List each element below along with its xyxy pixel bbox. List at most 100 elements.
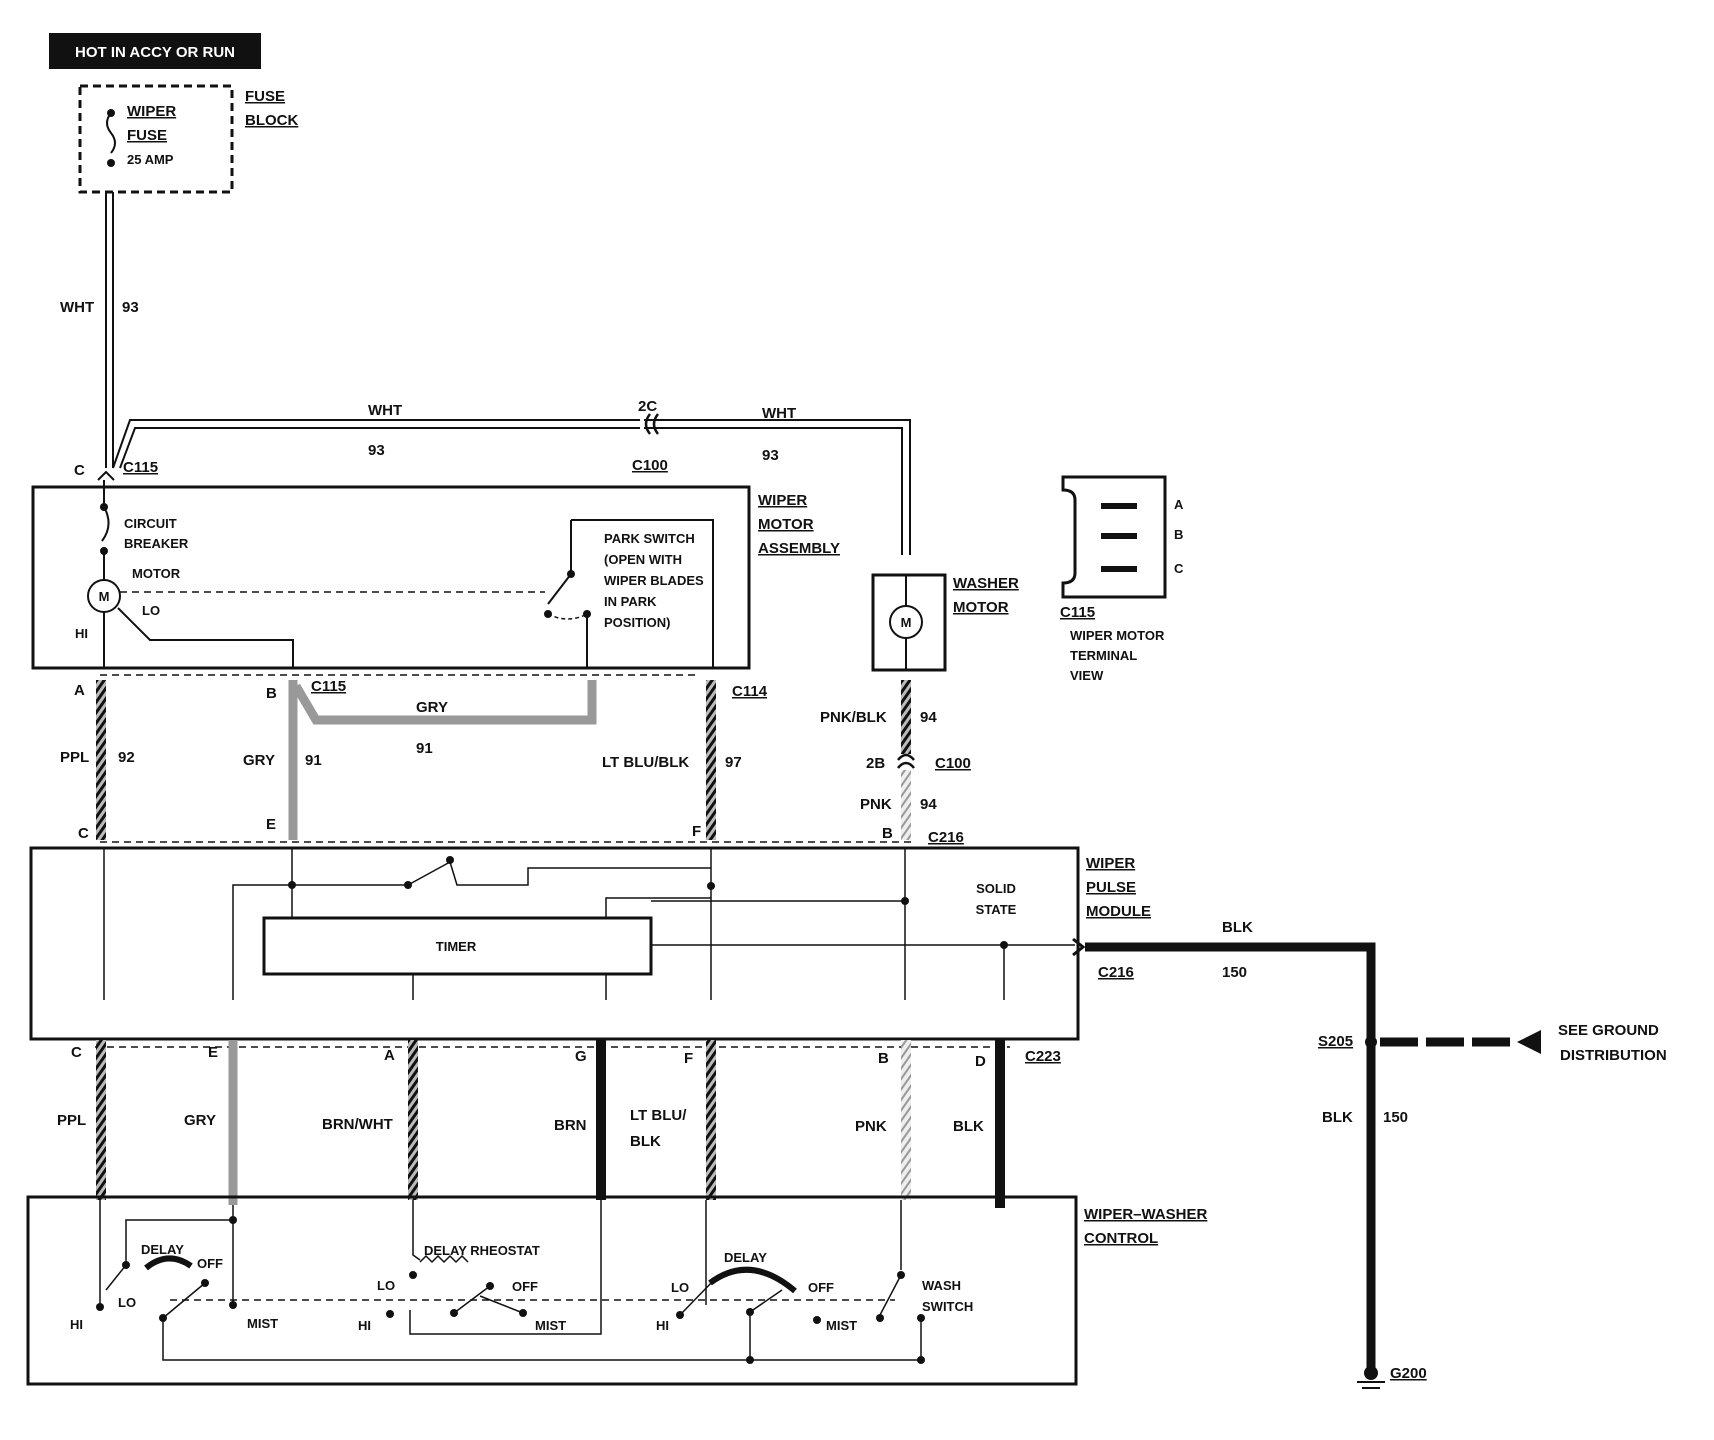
svg-text:STATE: STATE [976, 902, 1017, 917]
svg-text:DELAY: DELAY [141, 1242, 184, 1257]
svg-text:MIST: MIST [826, 1318, 857, 1333]
svg-text:C115: C115 [311, 678, 346, 695]
svg-text:M: M [901, 615, 912, 630]
svg-text:BLK: BLK [1222, 919, 1253, 936]
lower-wires [95, 1040, 1010, 1208]
svg-text:BLK: BLK [953, 1118, 984, 1135]
svg-text:E: E [208, 1044, 218, 1061]
svg-text:BRN/WHT: BRN/WHT [322, 1116, 393, 1133]
svg-text:93: 93 [762, 447, 779, 464]
svg-text:PNK: PNK [855, 1118, 887, 1135]
svg-text:IN PARK: IN PARK [604, 594, 657, 609]
svg-text:WIPER: WIPER [1086, 855, 1135, 872]
svg-text:OFF: OFF [512, 1279, 538, 1294]
svg-text:DELAY: DELAY [724, 1250, 767, 1265]
circuit-breaker-icon [101, 506, 110, 542]
svg-text:HI: HI [656, 1318, 669, 1333]
svg-text:97: 97 [725, 754, 742, 771]
svg-text:VIEW: VIEW [1070, 668, 1104, 683]
svg-text:25 AMP: 25 AMP [127, 152, 174, 167]
svg-text:POSITION): POSITION) [604, 615, 670, 630]
svg-text:BLK: BLK [1322, 1109, 1353, 1126]
washer-motor-icon [889, 605, 923, 639]
svg-text:SEE GROUND: SEE GROUND [1558, 1022, 1659, 1039]
svg-text:MOTOR: MOTOR [953, 599, 1009, 616]
svg-text:A: A [74, 682, 85, 699]
svg-text:91: 91 [416, 740, 433, 757]
see-ground-arrow-icon [1517, 1030, 1541, 1054]
svg-text:DELAY RHEOSTAT: DELAY RHEOSTAT [424, 1243, 540, 1258]
svg-text:WIPER BLADES: WIPER BLADES [604, 573, 704, 588]
svg-text:GRY: GRY [184, 1112, 216, 1129]
svg-text:MODULE: MODULE [1086, 903, 1151, 920]
svg-text:PARK SWITCH: PARK SWITCH [604, 531, 695, 546]
svg-text:94: 94 [920, 709, 937, 726]
svg-text:BRN: BRN [554, 1117, 587, 1134]
svg-text:D: D [975, 1053, 986, 1070]
svg-text:91: 91 [305, 752, 322, 769]
svg-text:WHT: WHT [762, 405, 796, 422]
power-source-badge: HOT IN ACCY OR RUN [49, 33, 261, 69]
svg-text:B: B [882, 825, 893, 842]
svg-text:2B: 2B [866, 755, 885, 772]
svg-text:GRY: GRY [243, 752, 275, 769]
svg-text:MOTOR: MOTOR [132, 566, 181, 581]
svg-text:TERMINAL: TERMINAL [1070, 648, 1137, 663]
svg-text:CONTROL: CONTROL [1084, 1230, 1158, 1247]
svg-text:G200: G200 [1390, 1365, 1427, 1382]
svg-text:2C: 2C [638, 398, 657, 415]
svg-text:S205: S205 [1318, 1033, 1353, 1050]
svg-text:C216: C216 [928, 829, 964, 846]
svg-text:BREAKER: BREAKER [124, 536, 189, 551]
svg-text:150: 150 [1222, 964, 1247, 981]
svg-text:SWITCH: SWITCH [922, 1299, 973, 1314]
svg-text:DISTRIBUTION: DISTRIBUTION [1560, 1047, 1667, 1064]
svg-text:PPL: PPL [60, 749, 89, 766]
svg-text:G: G [575, 1048, 587, 1065]
svg-text:OFF: OFF [808, 1280, 834, 1295]
svg-text:LO: LO [118, 1295, 136, 1310]
wiper-pulse-module: WIPER PULSE MODULE TIMER SOLID STATE [29, 846, 1151, 1041]
svg-text:C115: C115 [1060, 604, 1095, 621]
svg-text:C100: C100 [632, 457, 668, 474]
svg-text:GRY: GRY [416, 699, 448, 716]
svg-text:92: 92 [118, 749, 135, 766]
svg-text:LO: LO [142, 603, 160, 618]
svg-text:HI: HI [75, 626, 88, 641]
svg-text:WIPER: WIPER [127, 103, 176, 120]
svg-text:BLOCK: BLOCK [245, 112, 298, 129]
svg-text:(OPEN WITH: (OPEN WITH [604, 552, 682, 567]
svg-text:WASH: WASH [922, 1278, 961, 1293]
svg-text:A: A [384, 1047, 395, 1064]
svg-text:PNK/BLK: PNK/BLK [820, 709, 887, 726]
mid-wires [96, 674, 915, 843]
svg-text:SOLID: SOLID [976, 881, 1016, 896]
svg-text:LT BLU/BLK: LT BLU/BLK [602, 754, 689, 771]
svg-text:PPL: PPL [57, 1112, 86, 1129]
svg-text:B: B [878, 1050, 889, 1067]
svg-text:OFF: OFF [197, 1256, 223, 1271]
svg-text:C: C [78, 825, 89, 842]
svg-text:HI: HI [70, 1317, 83, 1332]
connector-c115-top: C115 [123, 459, 158, 476]
fuse-block-title: FUSE [245, 88, 285, 105]
svg-text:MOTOR: MOTOR [758, 516, 814, 533]
svg-text:HI: HI [358, 1318, 371, 1333]
svg-text:M: M [99, 589, 110, 604]
svg-text:C: C [74, 462, 85, 479]
svg-text:F: F [684, 1050, 693, 1067]
svg-text:C223: C223 [1025, 1048, 1061, 1065]
svg-text:MIST: MIST [247, 1316, 278, 1331]
svg-text:HOT IN ACCY OR RUN: HOT IN ACCY OR RUN [75, 44, 235, 61]
svg-text:BLK: BLK [630, 1133, 661, 1150]
timer-block [262, 916, 653, 976]
wiper-motor-assembly: WIPER MOTOR ASSEMBLY CIRCUIT BREAKER MOT… [31, 480, 840, 670]
svg-text:CIRCUIT: CIRCUIT [124, 516, 177, 531]
svg-text:94: 94 [920, 796, 937, 813]
ground-wire [1072, 937, 1541, 1389]
svg-text:TIMER: TIMER [436, 939, 477, 954]
feed-wire [105, 192, 911, 555]
svg-text:LT BLU/: LT BLU/ [630, 1107, 687, 1124]
connector-c100-top: 2C C100 [632, 398, 668, 474]
